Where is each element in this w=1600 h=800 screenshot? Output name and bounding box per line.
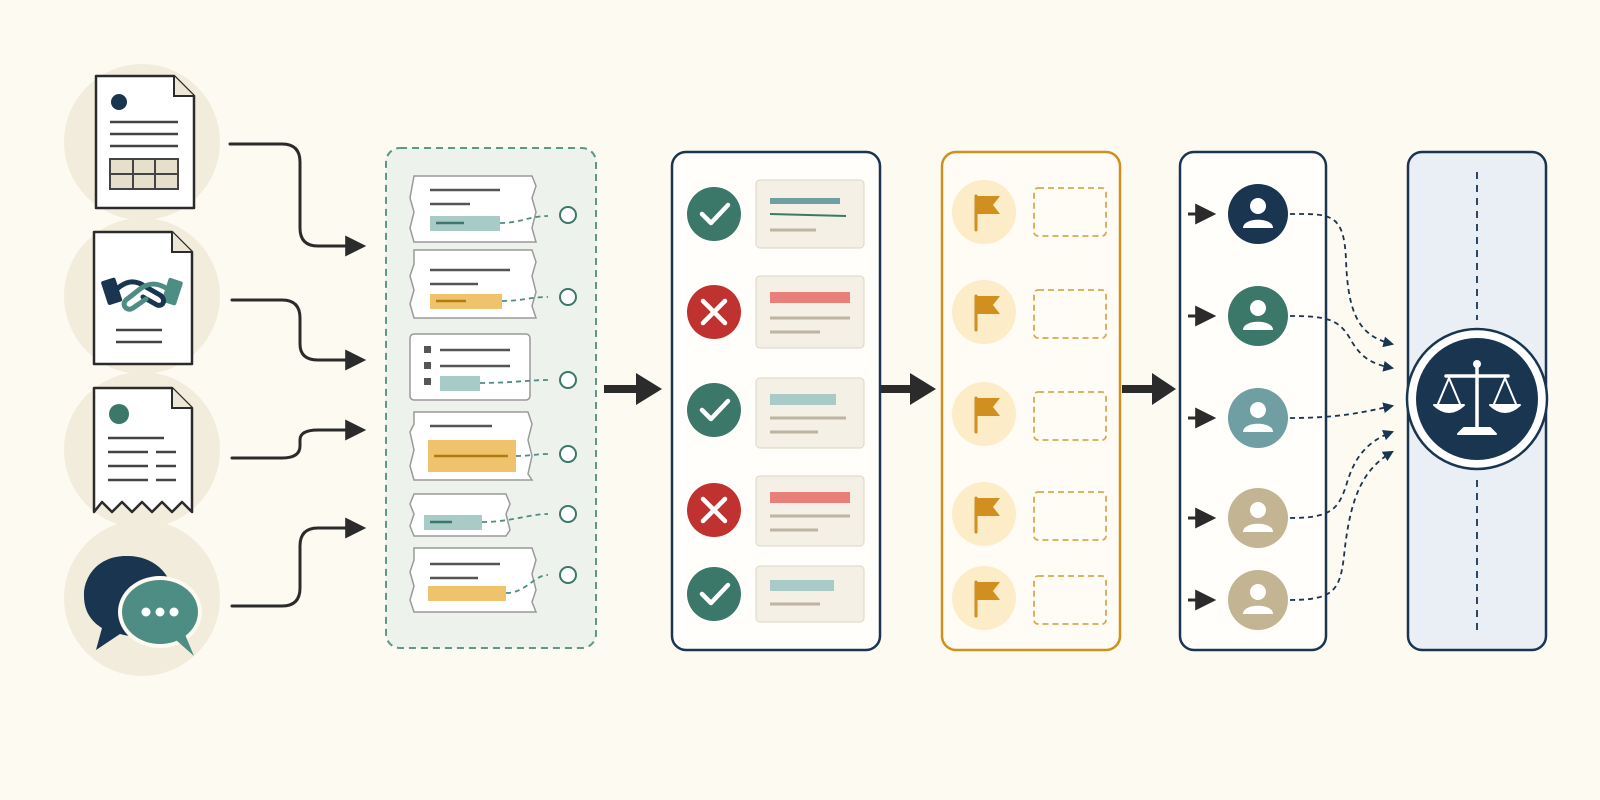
receipt-icon [92, 386, 194, 514]
connector-arrow [230, 419, 367, 460]
link-node [559, 371, 577, 389]
validation-row-valid [687, 377, 865, 449]
validation-row-valid [687, 179, 865, 249]
flag-panel [940, 150, 1122, 652]
reviewer-row [1188, 388, 1288, 448]
cross-icon [687, 483, 741, 537]
reviewer-panel [1178, 150, 1328, 652]
reviewer-avatar-icon [1228, 388, 1288, 448]
route-line [1289, 315, 1395, 372]
link-node [559, 445, 577, 463]
flag-icon [974, 294, 1000, 332]
extraction-snippet [409, 411, 577, 481]
extraction-snippet [409, 333, 577, 401]
flag-row [952, 482, 1107, 546]
stage-arrow-flag-to-review [1122, 373, 1176, 405]
reviewer-avatar-icon [1228, 184, 1288, 244]
reviewer-row [1188, 570, 1288, 630]
link-node [559, 505, 577, 523]
flag-row [952, 180, 1107, 244]
source-connectors [228, 142, 367, 608]
route-line [1289, 430, 1395, 519]
decision-panel [1405, 150, 1549, 652]
connector-arrow [228, 142, 367, 257]
validation-row-invalid [687, 475, 865, 547]
validation-panel [670, 150, 882, 652]
flag-icon [974, 496, 1000, 534]
extraction-panel [385, 147, 597, 649]
source-agreement-document [64, 218, 220, 374]
flag-row [952, 566, 1107, 630]
cross-icon [687, 285, 741, 339]
check-icon [687, 187, 741, 241]
validation-row-invalid [687, 275, 865, 349]
link-node [559, 288, 577, 306]
connector-arrow [230, 517, 367, 608]
reviewer-avatar-icon [1228, 488, 1288, 548]
flag-row [952, 280, 1107, 344]
route-line [1289, 450, 1394, 601]
stage-arrow-extract-to-validate [604, 373, 662, 405]
reviewer-row [1188, 286, 1288, 346]
flag-icon [974, 194, 1000, 232]
flag-placeholder [1033, 289, 1107, 339]
flag-row [952, 382, 1107, 446]
extracted-tag-teal [424, 515, 482, 530]
stage-arrow-validate-to-flag [880, 373, 936, 405]
source-conversation [64, 520, 220, 676]
check-icon [687, 567, 741, 621]
reviewer-row [1188, 488, 1288, 548]
source-receipt [64, 372, 220, 528]
connector-arrow [230, 298, 367, 371]
reviewer-row [1188, 184, 1288, 244]
flag-placeholder [1033, 187, 1107, 237]
link-node [559, 206, 577, 224]
extraction-snippet [409, 175, 577, 243]
stage-arrows [604, 373, 1176, 405]
spreadsheet-table-icon [94, 74, 196, 210]
reviewer-routes [1289, 213, 1395, 601]
flag-placeholder [1033, 391, 1107, 441]
extracted-tag-teal [440, 376, 480, 391]
validation-row-valid [687, 565, 865, 623]
handshake-icon [92, 230, 194, 366]
balance-scale-icon [1433, 360, 1521, 435]
check-icon [687, 383, 741, 437]
extracted-tag-yellow [428, 586, 506, 601]
source-form-document [64, 64, 220, 220]
reviewer-avatar-icon [1228, 570, 1288, 630]
flag-icon [974, 396, 1000, 434]
extraction-snippet [409, 249, 577, 319]
flag-placeholder [1033, 575, 1107, 625]
extracted-tag-teal [430, 216, 500, 231]
route-line [1289, 213, 1395, 348]
flag-icon [974, 580, 1000, 618]
extraction-snippet [409, 547, 577, 613]
link-node [559, 566, 577, 584]
flag-placeholder [1033, 491, 1107, 541]
reviewer-avatar-icon [1228, 286, 1288, 346]
chat-bubbles-icon [84, 556, 202, 656]
extraction-snippet [409, 493, 577, 537]
sources-column [64, 64, 220, 676]
route-line [1289, 402, 1395, 419]
